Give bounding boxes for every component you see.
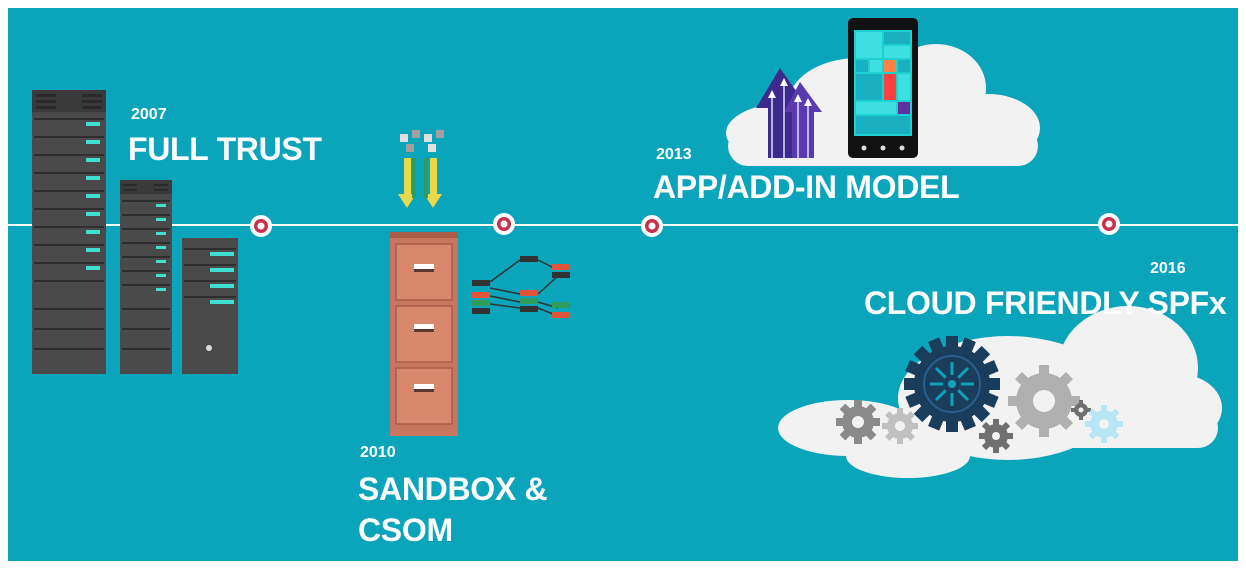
milestone-year-2016: 2016 [1150,260,1186,277]
timeline-diagram: 2007 FULL TRUST 2010 SANDBOX & CSOM 2013… [8,8,1238,561]
milestone-title-2007: FULL TRUST [128,131,322,167]
milestone-year-2010: 2010 [360,444,396,461]
timeline-marker-2007 [250,215,272,237]
milestone-year-2013: 2013 [656,146,692,163]
gears-icon [836,336,1123,453]
file-cabinet-icon [390,232,458,436]
milestone-title-2010-line2: CSOM [358,512,453,548]
milestone-year-2007: 2007 [131,106,167,123]
download-arrows-icon [398,130,444,208]
upload-arrows-icon [756,68,822,158]
cloud-icon-2016 [778,306,1222,478]
timeline-marker-2016 [1098,213,1120,235]
network-nodes-icon [472,256,570,318]
milestone-title-2010-line1: SANDBOX & [358,471,548,507]
diagram-graphics [8,18,1238,478]
timeline-marker-2013 [641,215,663,237]
timeline-marker-2010 [493,213,515,235]
milestone-title-2016: CLOUD FRIENDLY SPFx [864,285,1227,321]
phone-icon [848,18,918,158]
milestone-title-2013: APP/ADD-IN MODEL [653,169,960,205]
server-rack-icon [32,90,238,374]
